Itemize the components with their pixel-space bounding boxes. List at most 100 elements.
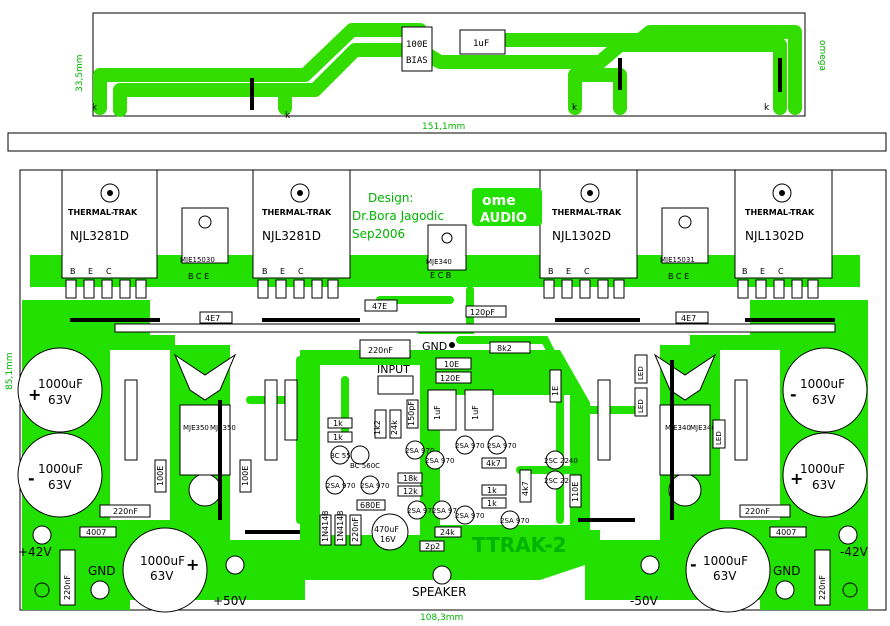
svg-text:4007: 4007 — [86, 528, 106, 537]
svg-text:C: C — [584, 267, 590, 276]
svg-text:MJE340: MJE340 — [665, 424, 691, 432]
svg-text:4E7: 4E7 — [205, 314, 220, 323]
svg-text:AUDIO: AUDIO — [480, 211, 527, 226]
svg-text:MJE15031: MJE15031 — [660, 256, 695, 264]
svg-text:12k: 12k — [403, 487, 418, 496]
cap-bottom-right: 1000uF 63V - — [685, 527, 771, 613]
svg-text:C: C — [778, 267, 784, 276]
cap-220n-vertical: 220nF 220nF — [59, 549, 831, 606]
device-label: NJL3281D — [70, 229, 129, 243]
gnd-right-label: GND — [773, 564, 801, 578]
svg-text:C: C — [298, 267, 304, 276]
svg-text:100E: 100E — [156, 466, 165, 486]
svg-text:8k2: 8k2 — [497, 344, 512, 353]
dimension-bar: 151,1mm — [7, 122, 887, 152]
svg-text:2SA 970: 2SA 970 — [425, 457, 454, 465]
svg-text:110E: 110E — [571, 482, 580, 502]
svg-text:1000uF: 1000uF — [38, 377, 83, 391]
pad-k-2: k — [285, 111, 291, 121]
svg-text:47E: 47E — [372, 302, 387, 311]
svg-text:-: - — [28, 469, 35, 488]
svg-text:BC 560C: BC 560C — [350, 462, 380, 470]
brand-logo: ome AUDIO — [472, 188, 542, 226]
speaker-label: SPEAKER — [412, 585, 466, 599]
svg-text:1E: 1E — [551, 386, 560, 396]
bias-board: 100E BIAS 1uF k k k k 33,5mm omega — [75, 12, 827, 121]
svg-text:120pF: 120pF — [470, 308, 495, 317]
omega-label: omega — [817, 40, 827, 71]
svg-text:1000uF: 1000uF — [800, 377, 845, 391]
svg-text:-: - — [790, 385, 797, 404]
svg-text:LED: LED — [637, 399, 645, 413]
minus50-label: -50V — [630, 594, 659, 608]
power-terminals: +42V -42V GND GND +50V -50V SPEAKER — [18, 525, 869, 608]
svg-text:220nF: 220nF — [818, 575, 827, 600]
svg-text:B: B — [262, 267, 268, 276]
pin-headers — [124, 379, 748, 461]
svg-text:-: - — [690, 555, 697, 574]
svg-text:LED: LED — [637, 366, 645, 380]
svg-text:4k7: 4k7 — [521, 481, 530, 496]
film-caps: 1uF 1uF — [427, 389, 494, 431]
svg-text:1000uF: 1000uF — [703, 554, 748, 568]
svg-text:2SA 970: 2SA 970 — [360, 482, 389, 490]
svg-text:E: E — [760, 267, 765, 276]
svg-text:E: E — [280, 267, 285, 276]
thermal-trak-label: THERMAL-TRAK — [552, 208, 622, 217]
svg-text:1uF: 1uF — [471, 405, 480, 420]
svg-text:+: + — [790, 469, 803, 488]
output-device-right-1: THERMAL-TRAK NJL1302D — [539, 169, 638, 279]
resistor-bank: 4E7 4E7 47E 120pF 220nF 8k2 10E 120E — [199, 299, 709, 384]
led-indicators: LED LED LED — [634, 354, 726, 449]
output-device-left-1: THERMAL-TRAK NJL3281D — [61, 169, 158, 279]
svg-text:24k: 24k — [390, 420, 399, 435]
cap-470u: 470uF 16V — [371, 513, 409, 551]
svg-text:2SC 2240: 2SC 2240 — [544, 457, 578, 465]
thermal-trak-label: THERMAL-TRAK — [68, 208, 138, 217]
svg-text:4E7: 4E7 — [681, 314, 696, 323]
svg-text:B C E: B C E — [188, 272, 209, 281]
svg-text:Sep2006: Sep2006 — [352, 227, 405, 241]
pad-k-4: k — [764, 103, 770, 113]
bias-resistor-label: 100E — [406, 40, 428, 50]
svg-text:B: B — [548, 267, 554, 276]
bias-label: BIAS — [406, 56, 428, 66]
svg-text:16V: 16V — [380, 535, 396, 544]
output-device-right-2: THERMAL-TRAK NJL1302D — [734, 169, 833, 279]
driver-mje15031: MJE15031 B C E — [660, 207, 709, 281]
svg-text:4k7: 4k7 — [486, 459, 501, 468]
jumpers — [218, 360, 674, 534]
svg-text:2SA 970: 2SA 970 — [407, 507, 436, 515]
design-credit: Design: Dr.Bora Jagodic Sep2006 — [352, 191, 444, 241]
svg-text:E C B: E C B — [430, 271, 451, 280]
svg-text:18k: 18k — [403, 474, 418, 483]
svg-text:1k: 1k — [333, 419, 343, 428]
svg-text:63V: 63V — [713, 569, 737, 583]
svg-text:C: C — [106, 267, 112, 276]
plus50-label: +50V — [213, 594, 247, 608]
svg-text:MJE340: MJE340 — [426, 258, 452, 266]
svg-text:+: + — [28, 385, 41, 404]
bias-cap-label: 1uF — [473, 39, 489, 49]
svg-text:MJE15030: MJE15030 — [180, 256, 215, 264]
device-label: NJL3281D — [262, 229, 321, 243]
thermal-trak-label: THERMAL-TRAK — [262, 208, 332, 217]
dim-bottom-width: 108,3mm — [420, 613, 463, 623]
svg-text:120E: 120E — [440, 374, 460, 383]
device-label: NJL1302D — [745, 229, 804, 243]
svg-text:63V: 63V — [812, 393, 836, 407]
svg-text:2SA 970: 2SA 970 — [500, 517, 529, 525]
svg-text:B C E: B C E — [668, 272, 689, 281]
svg-text:220nF: 220nF — [63, 575, 72, 600]
svg-text:1000uF: 1000uF — [800, 462, 845, 476]
svg-text:63V: 63V — [812, 478, 836, 492]
svg-text:B: B — [742, 267, 748, 276]
svg-text:63V: 63V — [150, 569, 174, 583]
pad-k-1: k — [92, 103, 98, 113]
svg-text:10E: 10E — [444, 360, 459, 369]
svg-text:B: B — [70, 267, 76, 276]
svg-text:E: E — [566, 267, 571, 276]
output-device-left-2: THERMAL-TRAK NJL3281D — [252, 169, 351, 279]
